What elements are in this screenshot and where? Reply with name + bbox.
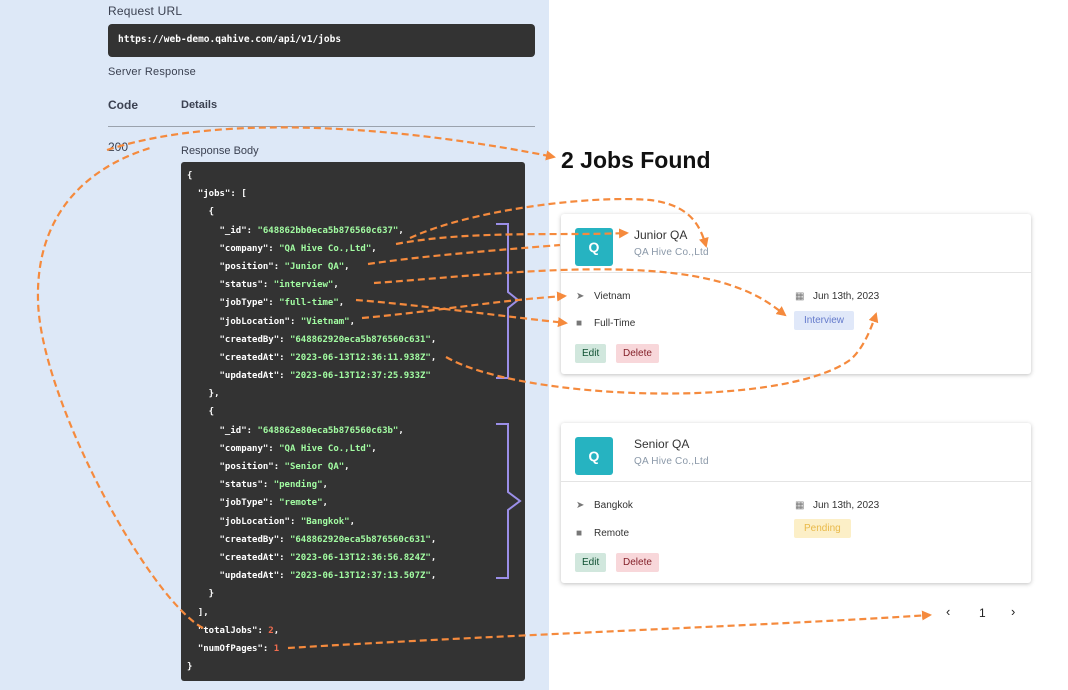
job-type-text: Full-Time [594, 318, 636, 329]
code-line: "updatedAt": "2023-06-13T12:37:25.933Z" [219, 371, 431, 382]
response-body-code[interactable]: { "jobs": [ { "_id": "648862bb0eca5b8765… [181, 162, 525, 681]
status-badge: Interview [794, 311, 855, 330]
location-arrow-icon: ➤ [576, 500, 585, 511]
job-position: Senior QA [634, 437, 690, 451]
job-card: Q Senior QA QA Hive Co.,Ltd ➤ Bangkok ■ Re… [561, 423, 1031, 583]
code-line: "company": "QA Hive Co.,Ltd", [219, 443, 377, 454]
code-line: { [187, 207, 215, 218]
job-date: ▦ Jun 13th, 2023 [795, 291, 879, 302]
code-line: { [187, 171, 193, 181]
code-line: "jobType": "remote", [219, 498, 328, 509]
code-line: "updatedAt": "2023-06-13T12:37:13.507Z", [219, 571, 437, 582]
response-body-label: Response Body [181, 145, 259, 157]
job-date-text: Jun 13th, 2023 [813, 500, 880, 511]
code-line: "company": "QA Hive Co.,Ltd", [219, 243, 377, 254]
job-date: ▦ Jun 13th, 2023 [795, 500, 879, 511]
code-line: "status": "interview", [219, 280, 339, 291]
calendar-icon: ▦ [795, 500, 805, 511]
code-line: ], [187, 607, 209, 618]
request-url-label: Request URL [108, 4, 183, 18]
prev-page-button[interactable]: ‹ [946, 604, 951, 619]
code-line: { [187, 407, 215, 418]
edit-button[interactable]: Edit [575, 553, 607, 572]
job-company: QA Hive Co.,Ltd [634, 247, 709, 258]
code-line: "numOfPages": 1 [197, 643, 280, 654]
job-card-header: Q Senior QA QA Hive Co.,Ltd [561, 423, 1031, 482]
job-company: QA Hive Co.,Ltd [634, 456, 709, 467]
job-card-header: Q Junior QA QA Hive Co.,Ltd [561, 214, 1031, 273]
edit-button[interactable]: Edit [575, 344, 607, 363]
code-line: "jobs": [ [197, 189, 247, 200]
job-type: ■ Remote [576, 528, 629, 539]
location-arrow-icon: ➤ [576, 291, 585, 302]
next-page-button[interactable]: › [1011, 604, 1016, 619]
server-response-label: Server Response [108, 66, 196, 78]
code-line: "createdBy": "648862920eca5b876560c631", [219, 534, 437, 545]
page-number-button[interactable]: 1 [979, 606, 986, 620]
delete-button[interactable]: Delete [616, 344, 659, 363]
code-line: }, [187, 389, 220, 400]
code-line: "totalJobs": 2, [197, 625, 280, 636]
code-column-header: Code [108, 98, 138, 112]
code-line: } [187, 662, 193, 673]
job-card: Q Junior QA QA Hive Co.,Ltd ➤ Vietnam ■ Fu… [561, 214, 1031, 374]
delete-button[interactable]: Delete [616, 553, 659, 572]
code-line: "status": "pending", [219, 480, 328, 491]
code-line: "createdAt": "2023-06-13T12:36:11.938Z", [219, 352, 437, 363]
status-code: 200 [108, 140, 129, 154]
calendar-icon: ▦ [795, 291, 805, 302]
job-location: ➤ Vietnam [576, 291, 631, 302]
code-line: "jobLocation": "Vietnam", [219, 316, 356, 327]
job-type-text: Remote [594, 528, 630, 539]
code-line: "createdBy": "648862920eca5b876560c631", [219, 334, 437, 345]
job-date-text: Jun 13th, 2023 [813, 291, 880, 302]
briefcase-icon: ■ [576, 528, 583, 539]
code-line: } [187, 589, 215, 600]
code-line: "position": "Senior QA", [219, 462, 350, 472]
code-line: "createdAt": "2023-06-13T12:36:56.824Z", [219, 552, 437, 563]
job-position: Junior QA [634, 228, 688, 242]
job-location-text: Vietnam [594, 291, 631, 302]
code-line: "_id": "648862e80eca5b876560c63b", [219, 425, 404, 436]
company-avatar: Q [575, 228, 613, 266]
details-column-header: Details [181, 99, 218, 111]
code-line: "_id": "648862bb0eca5b876560c637", [219, 225, 404, 236]
code-line: "jobLocation": "Bangkok", [219, 516, 356, 527]
jobs-found-heading: 2 Jobs Found [561, 147, 711, 173]
code-line: "jobType": "full-time", [219, 298, 345, 309]
company-avatar: Q [575, 437, 613, 475]
job-location: ➤ Bangkok [576, 500, 633, 511]
request-url-value[interactable]: https://web-demo.qahive.com/api/v1/jobs [108, 24, 535, 57]
swagger-response-panel: Request URL https://web-demo.qahive.com/… [0, 0, 549, 690]
status-badge: Pending [794, 519, 851, 538]
briefcase-icon: ■ [576, 318, 583, 329]
table-divider [108, 126, 535, 127]
job-type: ■ Full-Time [576, 318, 635, 329]
code-line: "position": "Junior QA", [219, 261, 350, 272]
job-location-text: Bangkok [594, 500, 633, 511]
